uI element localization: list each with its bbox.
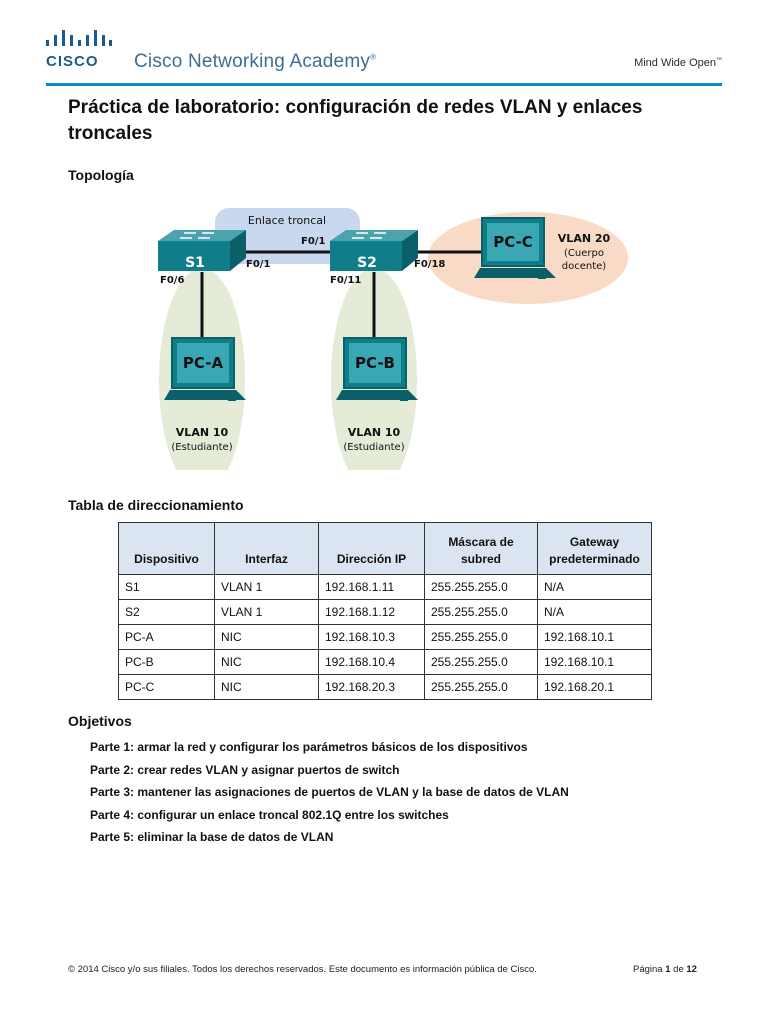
cell-device: PC-C xyxy=(118,674,215,700)
trunk-label: Enlace troncal xyxy=(248,214,326,227)
pc-a-name: PC-A xyxy=(183,354,224,372)
pc-b-icon xyxy=(336,337,418,401)
table-row: PC-A NIC 192.168.10.3 255.255.255.0 192.… xyxy=(118,624,652,650)
cell-ip: 192.168.1.12 xyxy=(318,599,425,625)
table-header-row: Dispositivo Interfaz Dirección IP Máscar… xyxy=(118,522,652,575)
cell-device: PC-B xyxy=(118,649,215,675)
cisco-logo-word: CISCO xyxy=(46,53,99,70)
table-row: S1 VLAN 1 192.168.1.11 255.255.255.0 N/A xyxy=(118,574,652,600)
trunk-highlight xyxy=(215,208,360,264)
tagline: Mind Wide Open™ xyxy=(634,57,722,69)
s2-name: S2 xyxy=(357,255,377,271)
academy-name: Cisco Networking Academy® xyxy=(134,51,377,72)
header-rule xyxy=(46,83,722,86)
pc-a-group: (Estudiante) xyxy=(171,442,232,453)
pc-c-icon xyxy=(474,217,556,279)
list-item: Parte 5: eliminar la base de datos de VL… xyxy=(90,830,334,844)
cell-mask: 255.255.255.0 xyxy=(424,574,538,600)
s1-port-f01: F0/1 xyxy=(246,259,270,270)
pc-a-vlan: VLAN 10 xyxy=(176,426,229,439)
cell-gateway: N/A xyxy=(537,574,652,600)
addressing-table: Dispositivo Interfaz Dirección IP Máscar… xyxy=(118,522,652,700)
cell-gateway: 192.168.10.1 xyxy=(537,624,652,650)
footer-page-number: Página 1 de 12 xyxy=(633,964,697,975)
s2-port-f01: F0/1 xyxy=(301,236,325,247)
objectives-heading: Objetivos xyxy=(68,713,132,729)
table-row: S2 VLAN 1 192.168.1.12 255.255.255.0 N/A xyxy=(118,599,652,625)
cell-mask: 255.255.255.0 xyxy=(424,674,538,700)
table-row: PC-B NIC 192.168.10.4 255.255.255.0 192.… xyxy=(118,649,652,675)
cell-device: PC-A xyxy=(118,624,215,650)
page-title: Práctica de laboratorio: configuración d… xyxy=(68,97,643,144)
pc-c-group-1: (Cuerpo xyxy=(564,248,604,259)
col-interface: Interfaz xyxy=(214,522,319,575)
objectives-list: Parte 1: armar la red y configurar los p… xyxy=(90,738,569,851)
s2-port-f011: F0/11 xyxy=(330,275,361,286)
cell-gateway: N/A xyxy=(537,599,652,625)
footer-copyright: © 2014 Cisco y/o sus filiales. Todos los… xyxy=(68,964,537,975)
col-device: Dispositivo xyxy=(118,522,215,575)
pc-c-name: PC-C xyxy=(493,233,533,251)
col-ip: Dirección IP xyxy=(318,522,425,575)
cell-ip: 192.168.1.11 xyxy=(318,574,425,600)
list-item: Parte 2: crear redes VLAN y asignar puer… xyxy=(90,762,400,777)
table-row: PC-C NIC 192.168.20.3 255.255.255.0 192.… xyxy=(118,674,652,700)
pc-b-name: PC-B xyxy=(355,354,395,372)
cell-gateway: 192.168.10.1 xyxy=(537,649,652,675)
list-item: Parte 4: configurar un enlace troncal 80… xyxy=(90,807,449,822)
cell-ip: 192.168.20.3 xyxy=(318,674,425,700)
cell-ip: 192.168.10.4 xyxy=(318,649,425,675)
pc-b-vlan: VLAN 10 xyxy=(348,426,401,439)
pc-c-group-2: docente) xyxy=(562,261,607,272)
cell-interface: NIC xyxy=(214,674,319,700)
cell-mask: 255.255.255.0 xyxy=(424,624,538,650)
switch-s1-icon xyxy=(158,230,246,271)
list-item: Parte 1: armar la red y configurar los p… xyxy=(90,740,528,754)
cell-mask: 255.255.255.0 xyxy=(424,649,538,675)
switch-s2-icon xyxy=(330,230,418,271)
page-header: CISCO Cisco Networking Academy® Mind Wid… xyxy=(0,0,768,88)
pc-a-icon xyxy=(164,337,246,401)
cell-device: S2 xyxy=(118,599,215,625)
cisco-logo-bars-icon xyxy=(46,30,112,46)
cell-interface: VLAN 1 xyxy=(214,574,319,600)
cell-interface: NIC xyxy=(214,649,319,675)
pc-b-group: (Estudiante) xyxy=(343,442,404,453)
cell-device: S1 xyxy=(118,574,215,600)
pc-c-vlan: VLAN 20 xyxy=(558,232,611,245)
addressing-heading: Tabla de direccionamiento xyxy=(68,497,244,513)
s1-name: S1 xyxy=(185,255,205,271)
s2-port-f018: F0/18 xyxy=(414,259,445,270)
cell-mask: 255.255.255.0 xyxy=(424,599,538,625)
topology-heading: Topología xyxy=(68,167,134,183)
list-item: Parte 3: mantener las asignaciones de pu… xyxy=(90,785,569,799)
s1-port-f06: F0/6 xyxy=(160,275,184,286)
cell-interface: NIC xyxy=(214,624,319,650)
topology-diagram: Enlace troncal S1 S2 F0/1 F0/1 F0/6 F0/1… xyxy=(158,208,628,470)
cell-interface: VLAN 1 xyxy=(214,599,319,625)
cell-ip: 192.168.10.3 xyxy=(318,624,425,650)
cell-gateway: 192.168.20.1 xyxy=(537,674,652,700)
